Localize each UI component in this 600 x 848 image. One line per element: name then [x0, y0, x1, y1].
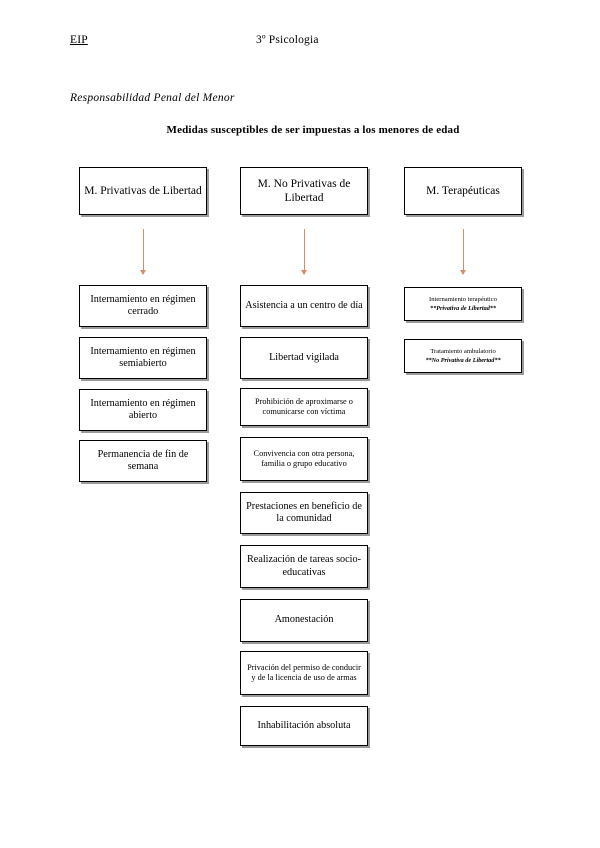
arrow-privativas: [139, 229, 148, 275]
measure-box: Internamiento en régimen cerrado: [79, 285, 207, 327]
subject-title: Responsabilidad Penal del Menor: [70, 92, 235, 104]
arrow-terapeuticas: [459, 229, 468, 275]
measure-box: Inhabilitación absoluta: [240, 706, 368, 746]
measure-box: Tratamiento ambulatorio **No Privativa d…: [404, 339, 522, 373]
arrow-head-icon: [301, 270, 307, 275]
measure-box: Amonestación: [240, 599, 368, 642]
diagram-title: Medidas susceptibles de ser impuestas a …: [166, 124, 460, 136]
measure-sublabel: **Privativa de Libertad**: [430, 304, 496, 312]
header-course: 3º Psicologia: [256, 34, 319, 46]
measure-label: Internamiento terapéutico: [429, 295, 497, 303]
arrow-shaft: [304, 229, 305, 274]
measure-sublabel: **No Privativa de Libertad**: [425, 356, 501, 364]
arrow-no-privativas: [300, 229, 309, 275]
measure-label: Tratamiento ambulatorio: [430, 347, 496, 355]
measure-box: Libertad vigilada: [240, 337, 368, 379]
measure-box: Permanencia de fin de semana: [79, 440, 207, 482]
measure-box: Convivencia con otra persona, familia o …: [240, 437, 368, 481]
heading-box-privativas: M. Privativas de Libertad: [79, 167, 207, 215]
arrow-shaft: [463, 229, 464, 274]
measure-box: Internamiento en régimen semiabierto: [79, 337, 207, 379]
measure-box: Asistencia a un centro de día: [240, 285, 368, 327]
measure-box: Realización de tareas socio-educativas: [240, 545, 368, 588]
heading-box-no-privativas: M. No Privativas de Libertad: [240, 167, 368, 215]
arrow-head-icon: [140, 270, 146, 275]
header-institution: EIP: [70, 34, 88, 46]
measure-box: Internamiento en régimen abierto: [79, 389, 207, 431]
heading-box-terapeuticas: M. Terapéuticas: [404, 167, 522, 215]
measure-box: Internamiento terapéutico **Privativa de…: [404, 287, 522, 321]
arrow-shaft: [143, 229, 144, 274]
measure-box: Prohibición de aproximarse o comunicarse…: [240, 388, 368, 426]
measure-box: Privación del permiso de conducir y de l…: [240, 651, 368, 695]
document-header: EIP 3º Psicologia: [70, 34, 530, 52]
arrow-head-icon: [460, 270, 466, 275]
measure-box: Prestaciones en beneficio de la comunida…: [240, 492, 368, 534]
